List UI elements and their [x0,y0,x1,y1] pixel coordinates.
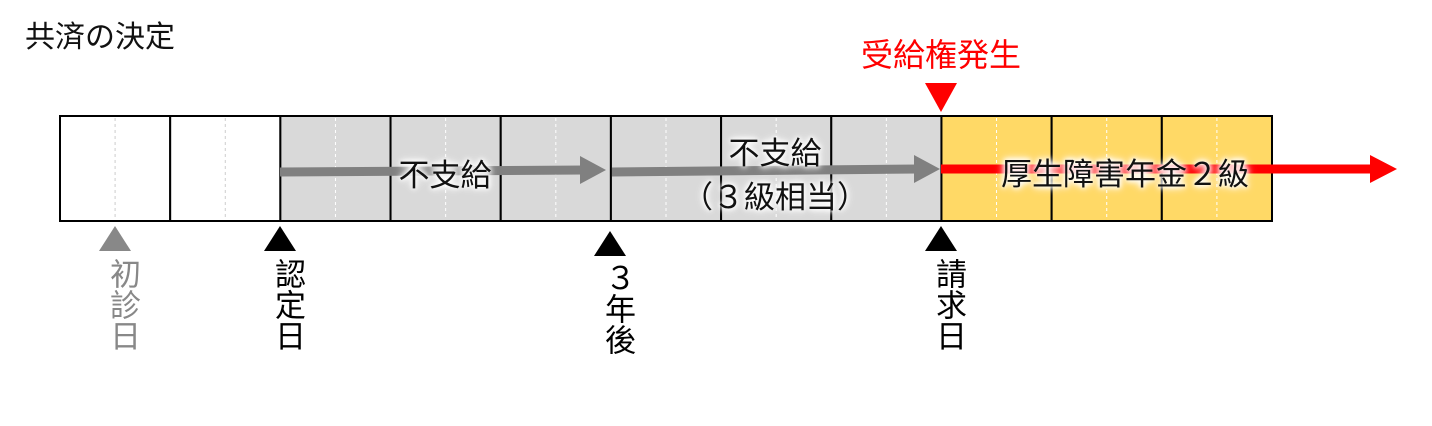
three-years-marker-icon [594,231,626,256]
diagram-title: 共済の決定 [25,20,175,55]
entitlement-label: 受給権発生 [860,36,1021,74]
first-visit-marker-icon [99,226,131,251]
first-visit-date-label: 初診日 [104,258,140,351]
arrow-head-icon [580,156,606,184]
entitlement-marker-icon [925,83,957,112]
pension-grade2-label: 厚生障害年金２級 [1001,157,1249,193]
arrow-head-icon [914,155,940,183]
claim-marker-icon [925,226,957,251]
three-years-later-label: ３年後 [599,262,635,355]
claim-date-label: 請求日 [930,258,966,351]
non-payment-label-1: 不支給 [398,158,492,194]
non-payment-arrow-2 [611,164,919,177]
grade3-equivalent-label: （３級相当） [682,180,868,216]
certification-date-label: 認定日 [269,258,305,351]
non-payment-label-2: 不支給 [728,136,822,172]
certification-marker-icon [264,226,296,251]
arrow-head-icon [1370,155,1397,183]
non-payment-arrow-1 [279,165,586,177]
